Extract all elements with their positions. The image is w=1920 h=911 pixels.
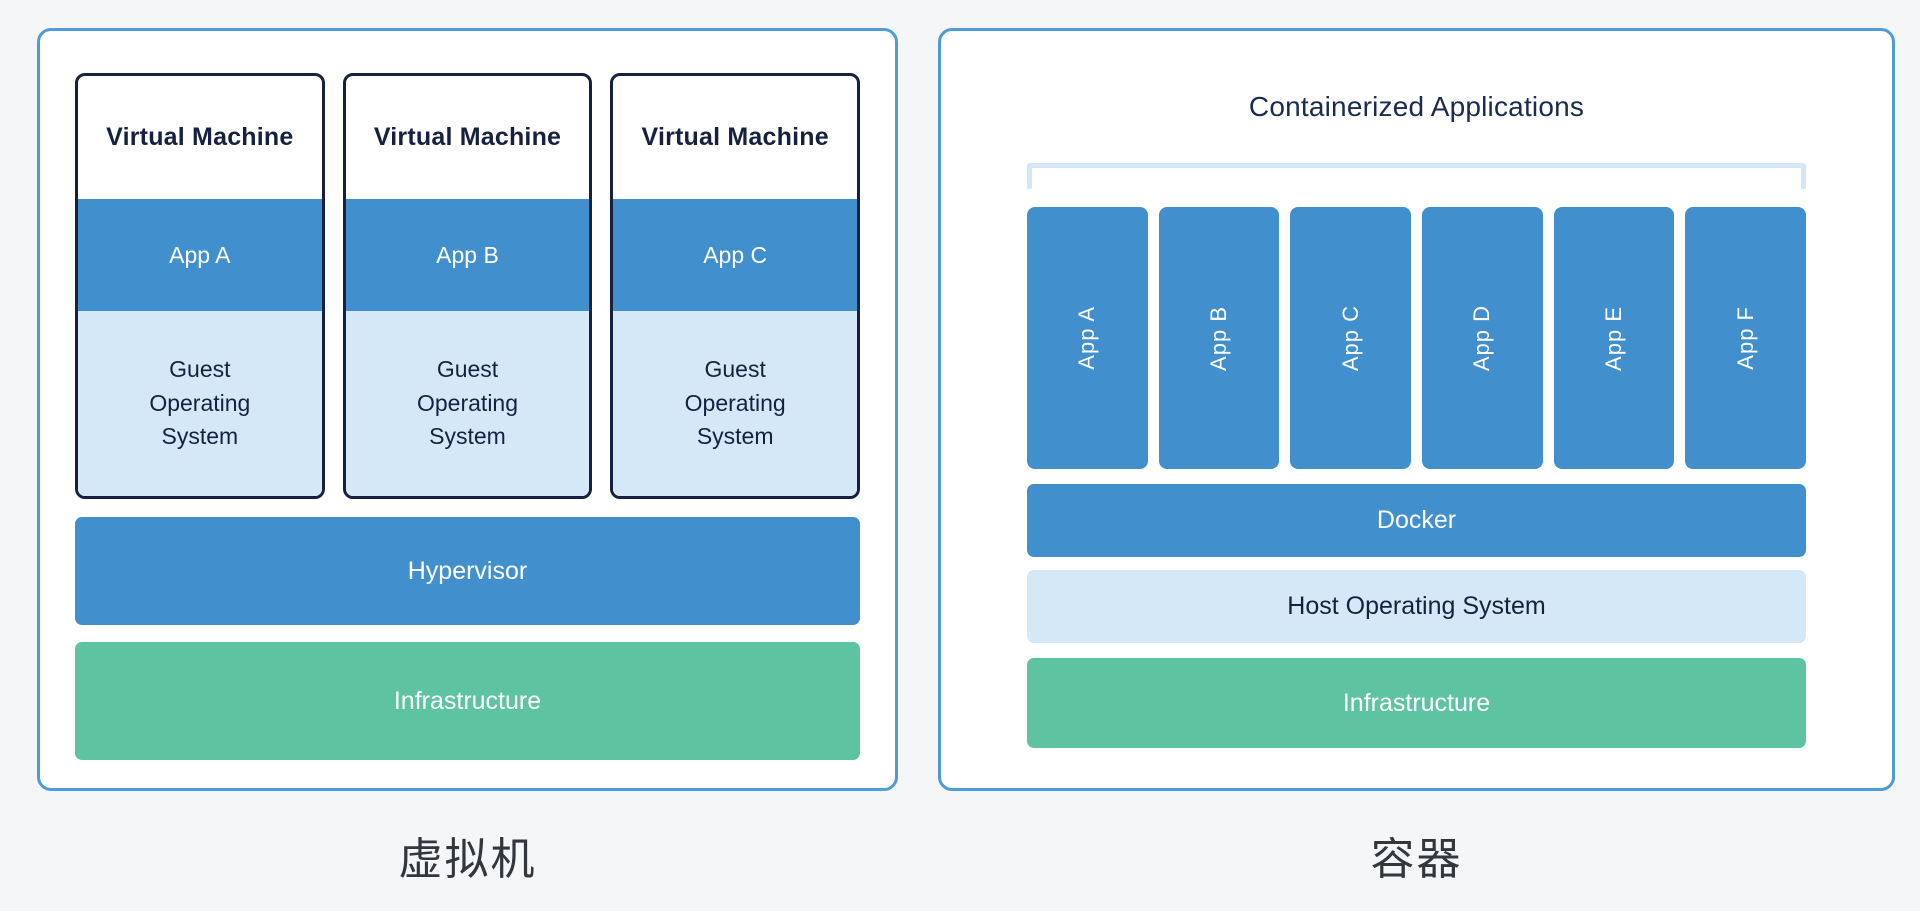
- guest-os-layer: Guest Operating System: [613, 311, 858, 496]
- virtual-machine-panel: Virtual Machine App A Guest Operating Sy…: [37, 28, 898, 791]
- container-app-e: App E: [1553, 207, 1675, 469]
- container-app-label: App E: [1601, 305, 1627, 371]
- hypervisor-layer: Hypervisor: [75, 517, 860, 625]
- vm-title: Virtual Machine: [641, 123, 829, 151]
- host-os-layer: Host Operating System: [1027, 570, 1806, 643]
- container-apps-row: App A App B App C App D App E App F: [1027, 207, 1807, 469]
- infrastructure-layer: Infrastructure: [75, 642, 860, 760]
- vm-row: Virtual Machine App A Guest Operating Sy…: [75, 73, 861, 499]
- container-panel: Containerized Applications App A App B A…: [938, 28, 1895, 791]
- container-app-label: App B: [1206, 305, 1231, 371]
- container-app-c: App C: [1290, 207, 1412, 469]
- vm-box-2: Virtual Machine App B Guest Operating Sy…: [342, 73, 593, 499]
- vm-box-1: Virtual Machine App A Guest Operating Sy…: [75, 73, 325, 499]
- container-app-a: App A: [1027, 207, 1148, 469]
- container-caption: 容器: [1370, 835, 1463, 884]
- docker-layer: Docker: [1027, 484, 1806, 557]
- containerized-apps-title: Containerized Applications: [1248, 91, 1585, 122]
- vm-box-3: Virtual Machine App C Guest Operating Sy…: [610, 73, 861, 499]
- container-app-d: App D: [1422, 207, 1543, 469]
- container-app-b: App B: [1158, 207, 1280, 469]
- guest-os-layer: Guest Operating System: [345, 311, 590, 496]
- vm-title: Virtual Machine: [373, 123, 562, 151]
- container-app-label: App A: [1074, 306, 1100, 370]
- vm-title: Virtual Machine: [106, 123, 294, 151]
- infrastructure-layer: Infrastructure: [1027, 658, 1806, 748]
- container-app-f: App F: [1685, 207, 1807, 469]
- grouping-bracket: [1027, 163, 1806, 189]
- vm-app-layer: App C: [613, 199, 858, 311]
- guest-os-layer: Guest Operating System: [78, 311, 322, 496]
- container-app-label: App F: [1732, 306, 1758, 370]
- vm-app-layer: App B: [345, 199, 590, 311]
- container-app-label: App C: [1337, 304, 1363, 372]
- container-app-label: App D: [1469, 304, 1495, 372]
- vm-app-layer: App A: [78, 199, 322, 311]
- vm-caption: 虚拟机: [398, 835, 537, 884]
